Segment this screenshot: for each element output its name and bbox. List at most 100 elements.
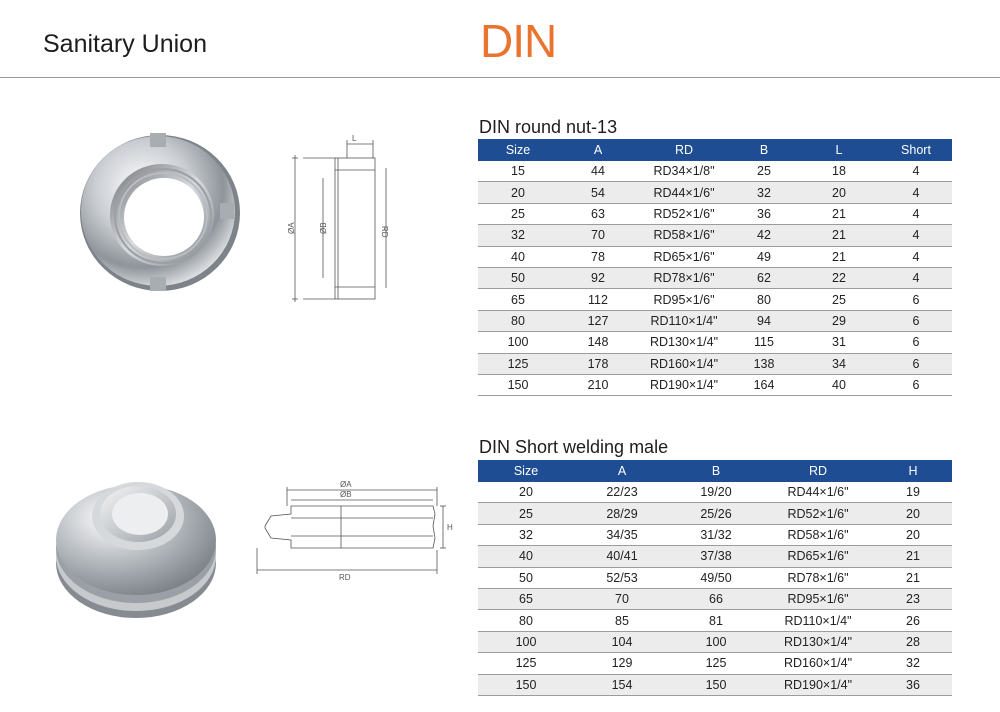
table-cell: 40 bbox=[478, 545, 574, 568]
welding-male-photo bbox=[56, 482, 216, 618]
table-cell: 49 bbox=[730, 246, 798, 268]
table-cell: 40 bbox=[478, 246, 558, 268]
table-cell: 138 bbox=[730, 353, 798, 375]
table-cell: RD95×1/6" bbox=[638, 288, 730, 311]
table-cell: 25 bbox=[478, 203, 558, 226]
table-cell: RD34×1/8" bbox=[638, 161, 730, 183]
table-cell: 28 bbox=[874, 631, 952, 654]
table-cell: 28/29 bbox=[574, 502, 670, 525]
column-header: RD bbox=[638, 139, 730, 161]
table-cell: 15 bbox=[478, 161, 558, 183]
table-cell: 104 bbox=[574, 631, 670, 654]
table-cell: 125 bbox=[670, 652, 762, 675]
table-cell: 65 bbox=[478, 588, 574, 611]
table-cell: 49/50 bbox=[670, 567, 762, 589]
welding-male-table-title: DIN Short welding male bbox=[479, 437, 669, 457]
table-cell: 62 bbox=[730, 267, 798, 290]
table-cell: RD130×1/4" bbox=[762, 631, 874, 654]
table-cell: 32 bbox=[730, 181, 798, 204]
table-cell: 100 bbox=[478, 331, 558, 354]
dim-label-l: L bbox=[352, 134, 357, 143]
table-cell: 94 bbox=[730, 310, 798, 333]
dim-label-rd: RD bbox=[380, 226, 389, 238]
table-cell: 20 bbox=[478, 482, 574, 504]
table-cell: 36 bbox=[874, 674, 952, 696]
table-cell: 4 bbox=[880, 224, 952, 247]
round-nut-table-title: DIN round nut-13 bbox=[479, 117, 618, 137]
table-cell: 148 bbox=[558, 331, 638, 354]
table-cell: 25 bbox=[798, 288, 880, 311]
table-cell: 129 bbox=[574, 652, 670, 675]
page-title: Sanitary Union bbox=[43, 30, 207, 58]
table-cell: 21 bbox=[798, 224, 880, 247]
table-cell: 6 bbox=[880, 331, 952, 354]
table-cell: 18 bbox=[798, 161, 880, 183]
table-cell: RD110×1/4" bbox=[638, 310, 730, 333]
table-cell: 63 bbox=[558, 203, 638, 226]
table-cell: 70 bbox=[558, 224, 638, 247]
table-cell: 32 bbox=[874, 652, 952, 675]
column-header: L bbox=[798, 139, 880, 161]
table-cell: RD65×1/6" bbox=[762, 545, 874, 568]
table-cell: 32 bbox=[478, 524, 574, 547]
table-cell: 92 bbox=[558, 267, 638, 290]
round-nut-drawing: L ØA ØB RD bbox=[287, 134, 389, 302]
table-cell: 32 bbox=[478, 224, 558, 247]
table-cell: RD190×1/4" bbox=[638, 374, 730, 397]
table-cell: 80 bbox=[478, 310, 558, 333]
table-cell: 22/23 bbox=[574, 482, 670, 504]
table-cell: 23 bbox=[874, 588, 952, 611]
table-cell: 6 bbox=[880, 374, 952, 397]
table-cell: 31 bbox=[798, 331, 880, 354]
table-cell: 21 bbox=[798, 246, 880, 268]
table-cell: 4 bbox=[880, 246, 952, 268]
table-cell: 25 bbox=[730, 161, 798, 183]
welding-male-drawing: ØA ØB H RD bbox=[256, 480, 453, 582]
dim-label-rd: RD bbox=[339, 573, 351, 582]
table-cell: 26 bbox=[874, 609, 952, 632]
column-header: Size bbox=[478, 139, 558, 161]
table-cell: RD130×1/4" bbox=[638, 331, 730, 354]
table-cell: RD78×1/6" bbox=[638, 267, 730, 290]
table-cell: 40/41 bbox=[574, 545, 670, 568]
table-cell: 210 bbox=[558, 374, 638, 397]
column-header: B bbox=[670, 460, 762, 482]
table-cell: RD110×1/4" bbox=[762, 609, 874, 632]
table-cell: 6 bbox=[880, 288, 952, 311]
dim-label-a: ØA bbox=[287, 222, 296, 234]
table-cell: 36 bbox=[730, 203, 798, 226]
table-cell: 50 bbox=[478, 567, 574, 589]
column-header: A bbox=[574, 460, 670, 482]
table-cell: 29 bbox=[798, 310, 880, 333]
table-cell: 37/38 bbox=[670, 545, 762, 568]
table-cell: 65 bbox=[478, 288, 558, 311]
dim-label-b: ØB bbox=[319, 222, 328, 234]
table-cell: 20 bbox=[874, 524, 952, 547]
table-cell: 4 bbox=[880, 181, 952, 204]
dim-label-h: H bbox=[447, 523, 453, 532]
dim-label-b: ØB bbox=[340, 490, 352, 499]
table-cell: 52/53 bbox=[574, 567, 670, 589]
table-cell: 22 bbox=[798, 267, 880, 290]
table-cell: 6 bbox=[880, 310, 952, 333]
header-divider bbox=[0, 77, 1000, 78]
table-cell: RD58×1/6" bbox=[762, 524, 874, 547]
table-cell: 150 bbox=[670, 674, 762, 696]
table-cell: 78 bbox=[558, 246, 638, 268]
table-cell: 112 bbox=[558, 288, 638, 311]
table-cell: 54 bbox=[558, 181, 638, 204]
